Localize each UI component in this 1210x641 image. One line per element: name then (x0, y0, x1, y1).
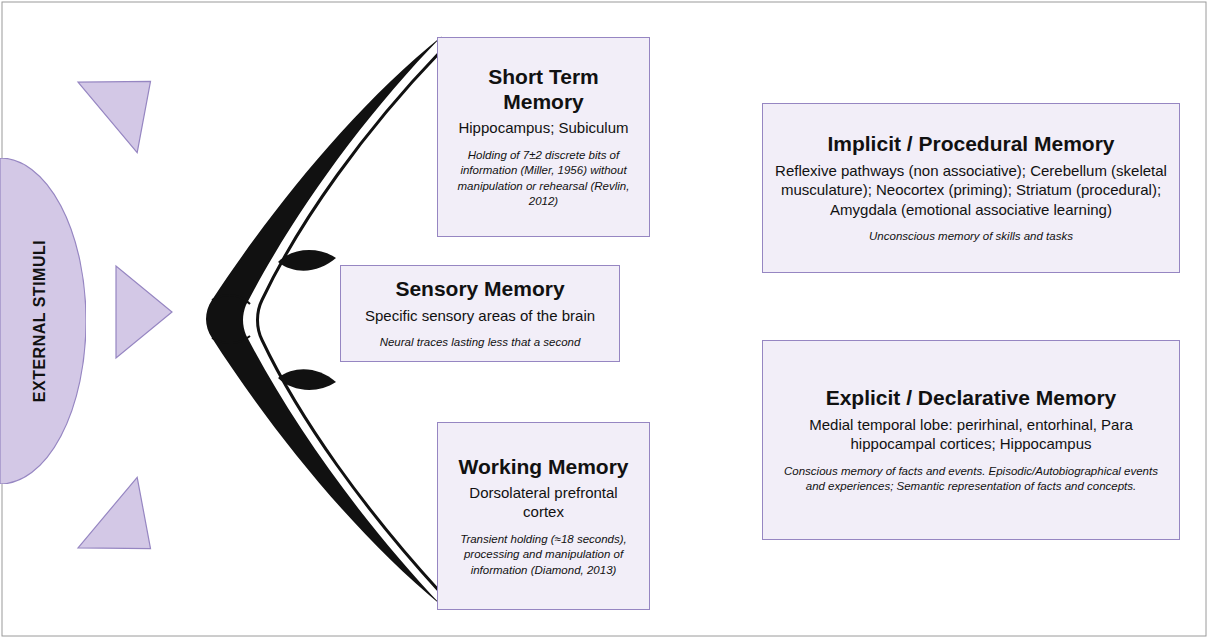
stimulus-triangle (116, 266, 172, 358)
brain-regions: Reflexive pathways (non associative); Ce… (773, 161, 1169, 220)
semicircle-outline (0, 158, 86, 484)
box-title: Sensory Memory (395, 276, 564, 301)
memory-box: Working MemoryDorsolateral prefrontal co… (437, 422, 650, 610)
brain-regions: Dorsolateral prefrontal cortex (448, 483, 639, 522)
stimulus-label: EXTERNAL STIMULI (31, 240, 49, 402)
description-note: Holding of 7±2 discrete bits of informat… (448, 148, 639, 210)
memory-box: Implicit / Procedural MemoryReflexive pa… (762, 103, 1180, 273)
box-title: Short Term Memory (448, 64, 639, 114)
memory-box: Short Term MemoryHippocampus; SubiculumH… (437, 37, 650, 237)
box-title: Implicit / Procedural Memory (827, 131, 1114, 156)
eye-shape (278, 369, 336, 390)
description-note: Unconscious memory of skills and tasks (869, 229, 1073, 245)
memory-box: Explicit / Declarative MemoryMedial temp… (762, 340, 1180, 540)
brain-regions: Specific sensory areas of the brain (365, 306, 595, 326)
eye-shape (278, 250, 336, 271)
description-note: Transient holding (≈18 seconds), process… (448, 532, 639, 579)
stimulus-triangle (78, 46, 180, 152)
stimulus-triangle (78, 477, 180, 583)
box-title: Explicit / Declarative Memory (826, 385, 1117, 410)
box-title: Working Memory (459, 454, 629, 479)
memory-box: Sensory MemorySpecific sensory areas of … (340, 265, 620, 362)
description-note: Neural traces lasting less that a second (380, 335, 581, 351)
description-note: Conscious memory of facts and events. Ep… (773, 464, 1169, 495)
stimulus-arrows (78, 46, 180, 584)
nose-line (212, 295, 250, 343)
brain-regions: Medial temporal lobe: perirhinal, entorh… (773, 415, 1169, 454)
brain-regions: Hippocampus; Subiculum (458, 118, 628, 138)
stimulus-semicircle: EXTERNAL STIMULI (0, 158, 86, 484)
